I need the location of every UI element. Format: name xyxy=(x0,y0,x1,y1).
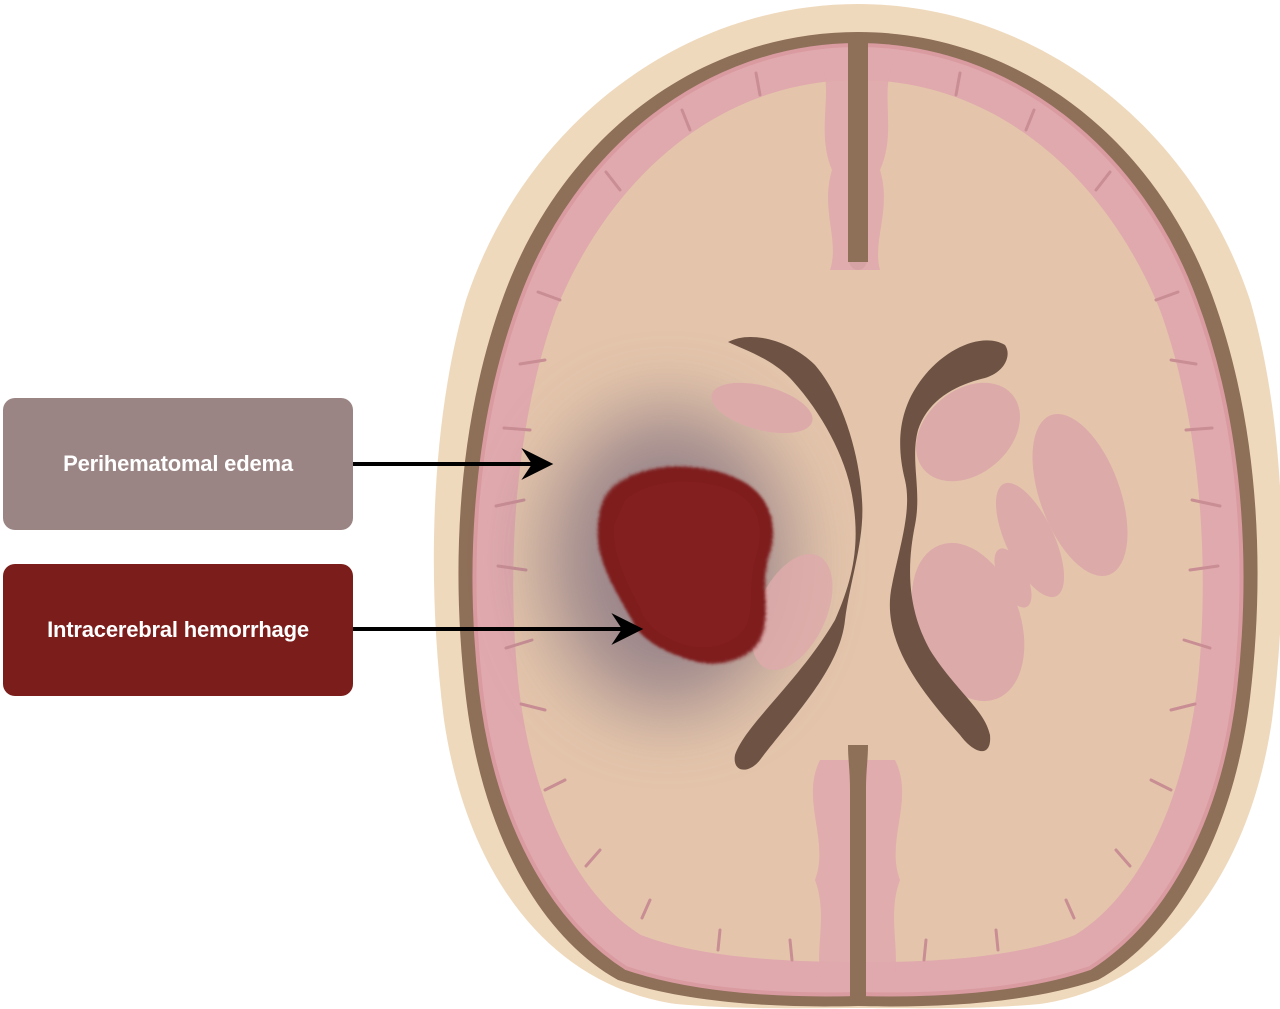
falx-posterior xyxy=(848,745,868,1000)
nucleus-right-globus xyxy=(995,482,1065,598)
hemorrhage-label: Intracerebral hemorrhage xyxy=(47,617,309,642)
hemorrhage-label-box: Intracerebral hemorrhage xyxy=(3,564,353,696)
nucleus-left-upper xyxy=(711,382,813,434)
nucleus-right-small xyxy=(994,548,1032,608)
nucleus-right-putamen xyxy=(1032,413,1128,577)
ventricle-right xyxy=(889,340,1008,752)
edema-label-box: Perihematomal edema xyxy=(3,398,353,530)
nucleus-right-upper xyxy=(916,382,1020,482)
edema-label: Perihematomal edema xyxy=(63,451,293,476)
ventricle-left xyxy=(728,336,863,770)
sulci xyxy=(494,71,1222,962)
nucleus-right-thalamus xyxy=(911,542,1025,702)
nucleus-left-lower xyxy=(751,554,833,670)
